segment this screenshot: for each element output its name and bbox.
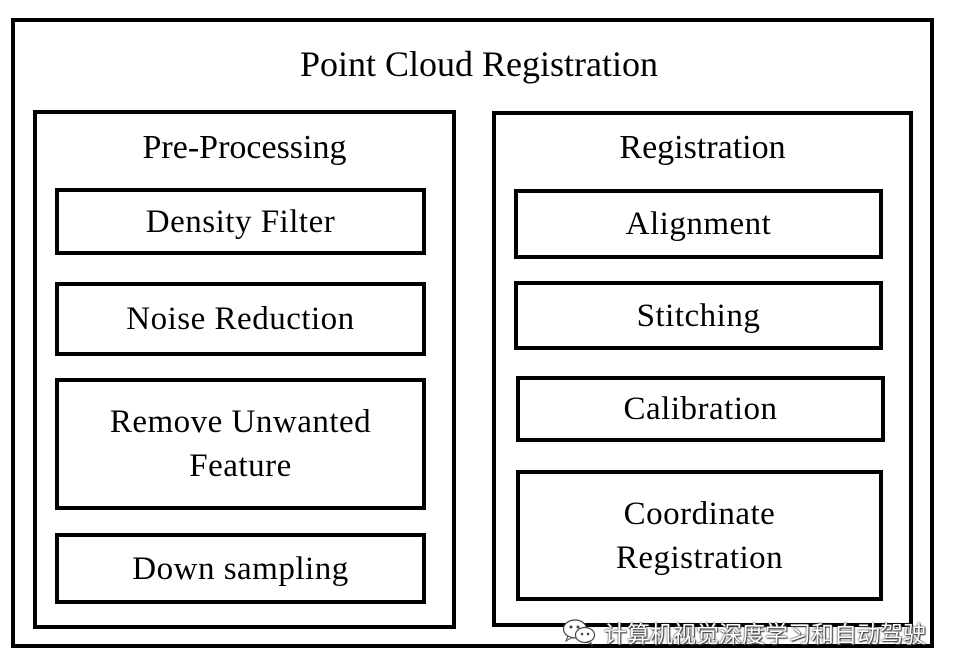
remove-unwanted-feature-label: Remove Unwanted Feature <box>109 404 372 484</box>
stitching-box: Stitching <box>514 281 883 350</box>
coordinate-registration-box: Coordinate Registration <box>516 470 883 601</box>
down-sampling-label: Down sampling <box>132 550 349 587</box>
calibration-box: Calibration <box>516 376 885 442</box>
registration-panel <box>492 111 913 627</box>
outer-frame <box>11 18 934 648</box>
alignment-box: Alignment <box>514 189 883 259</box>
remove-unwanted-feature-box: Remove Unwanted Feature <box>55 378 426 510</box>
stitching-label: Stitching <box>636 297 761 334</box>
calibration-label: Calibration <box>623 391 778 427</box>
pre-processing-panel <box>33 110 456 629</box>
density-filter-label: Density Filter <box>145 203 336 240</box>
watermark-text: 计算机视觉深度学习和自动驾驶 <box>604 622 926 648</box>
noise-reduction-box: Noise Reduction <box>55 282 426 356</box>
diagram-title: Point Cloud Registration <box>299 44 658 84</box>
wechat-icon <box>562 618 596 646</box>
pre-processing-title: Pre-Processing <box>142 129 347 166</box>
density-filter-box: Density Filter <box>55 188 426 255</box>
alignment-label: Alignment <box>625 206 772 242</box>
noise-reduction-label: Noise Reduction <box>126 301 355 337</box>
down-sampling-box: Down sampling <box>55 533 426 604</box>
watermark: 计算机视觉深度学习和自动驾驶 <box>562 614 926 650</box>
registration-title: Registration <box>619 129 786 166</box>
coordinate-registration-label: Coordinate Registration <box>615 495 784 576</box>
